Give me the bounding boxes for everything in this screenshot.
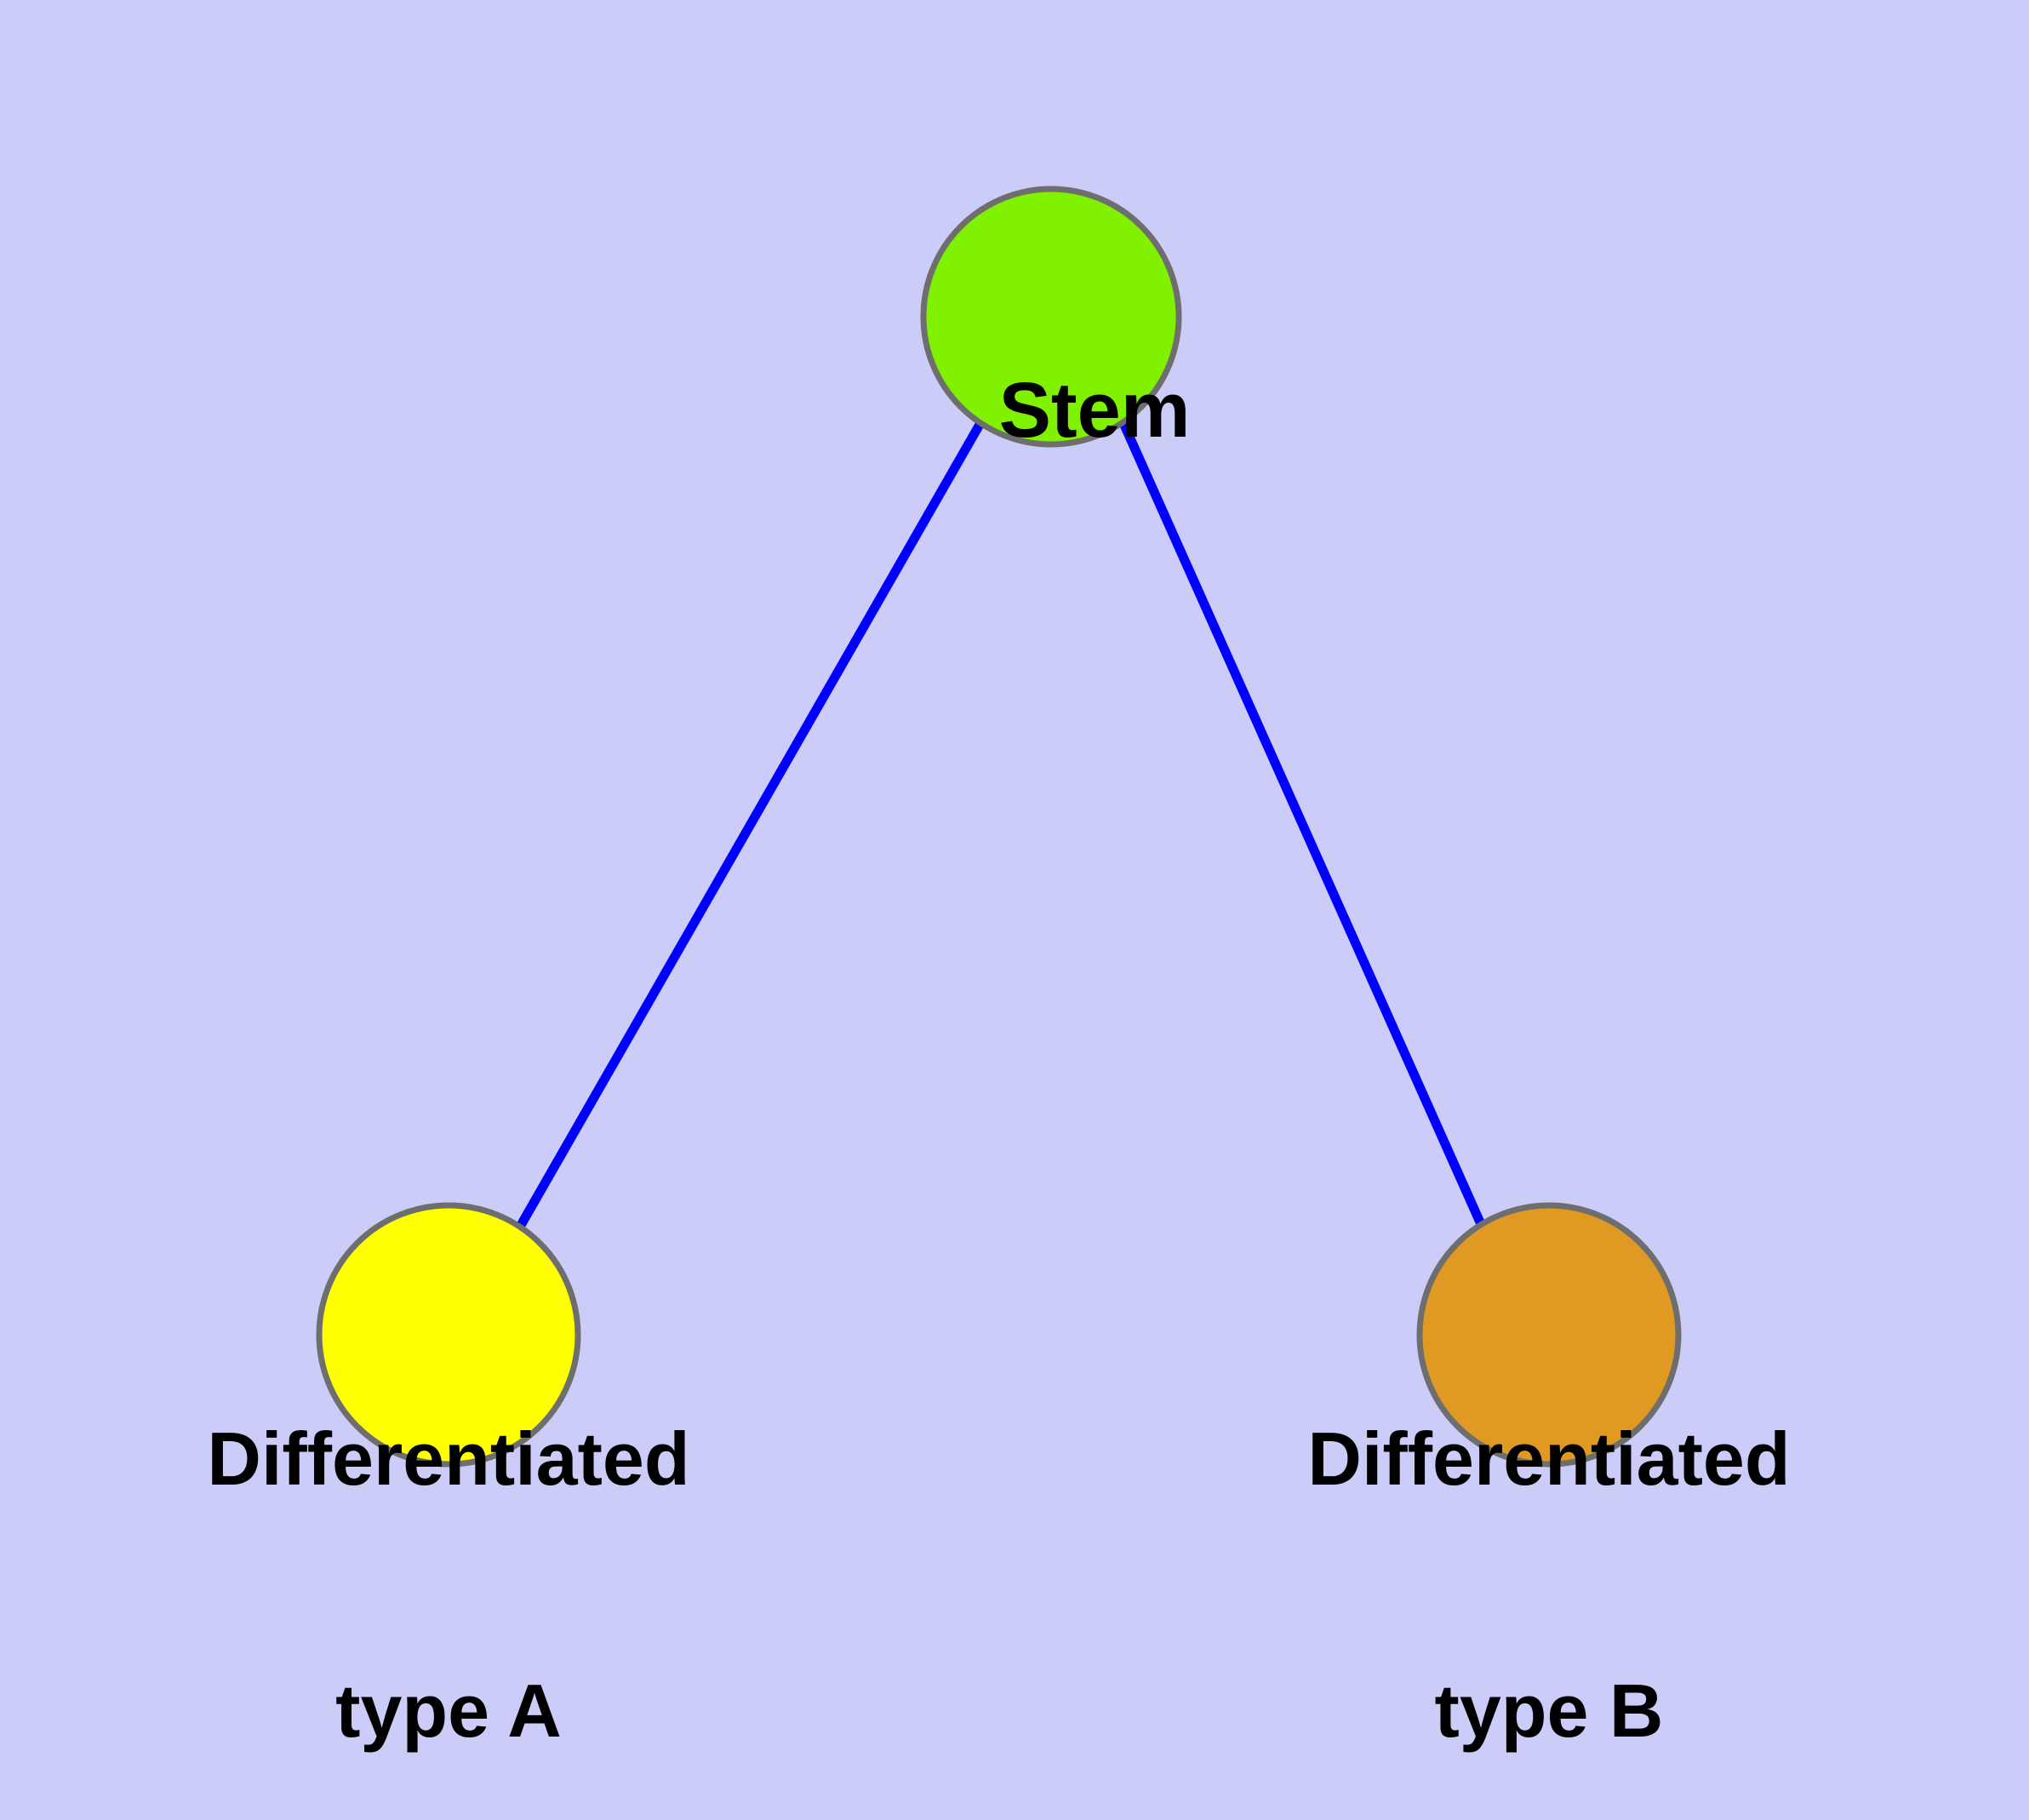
edge-stem-to-differentiated-type-a[interactable] <box>516 421 985 1229</box>
node-differentiated-type-a[interactable] <box>316 1202 581 1468</box>
node-layer <box>316 186 1682 1468</box>
node-differentiated-type-b[interactable] <box>1416 1202 1682 1468</box>
edge-stem-to-differentiated-type-b[interactable] <box>1118 421 1486 1227</box>
edge-layer <box>516 421 1486 1229</box>
node-stem[interactable] <box>920 186 1182 448</box>
